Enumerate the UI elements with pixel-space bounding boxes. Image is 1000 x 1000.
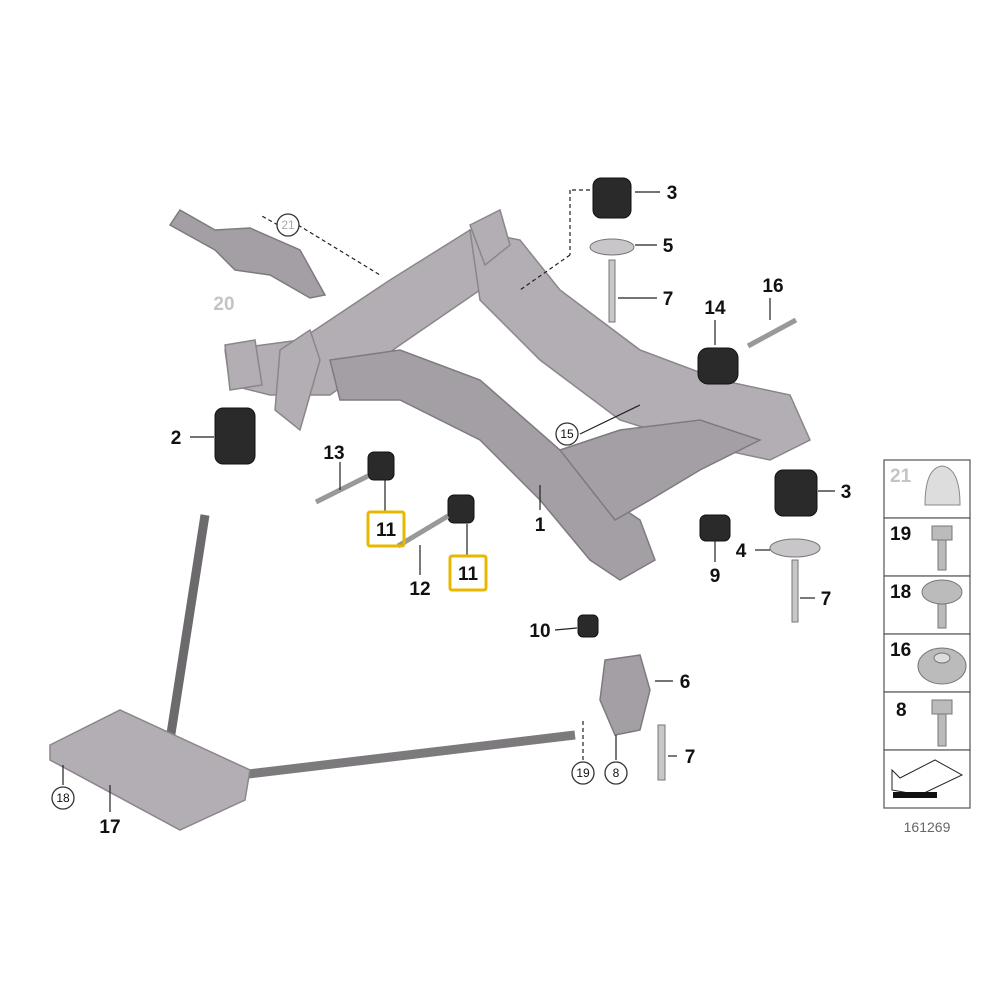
bushing-10: [577, 614, 599, 638]
callout-2: 2: [171, 428, 182, 449]
callout-7-right: 7: [821, 589, 832, 610]
callout-4: 4: [736, 541, 747, 562]
callout-17: 17: [99, 817, 120, 838]
torx-bolt-icon: [921, 579, 963, 629]
bolt-7-right: [791, 559, 799, 623]
bushing-2: [214, 407, 256, 465]
heat-shield-part: [168, 209, 327, 299]
callout-11-b: 11: [458, 564, 479, 585]
legend-18: 18: [890, 582, 911, 603]
tension-strut: [239, 730, 576, 780]
callout-6: 6: [680, 672, 691, 693]
callout-15: 15: [560, 427, 574, 441]
legend-21: 21: [890, 466, 912, 487]
callout-9: 9: [710, 566, 721, 587]
diagram-number: 161269: [904, 819, 951, 835]
flange-bolt-icon: [931, 525, 953, 571]
callout-7-bottom: 7: [685, 747, 696, 768]
callout-1: 1: [535, 515, 546, 536]
washer-5: [589, 238, 635, 256]
legend-19: 19: [890, 524, 911, 545]
legend-8: 8: [896, 700, 907, 721]
washer-4: [769, 538, 821, 558]
leader-lines: [62, 189, 835, 812]
callout-10: 10: [529, 621, 550, 642]
cap-nut-icon: [924, 465, 961, 506]
flange-nut-icon: [917, 647, 967, 685]
bolt-12: [396, 513, 450, 549]
callout-5: 5: [663, 236, 674, 257]
hex-bolt-icon: [931, 699, 953, 747]
bolt-7-top: [608, 259, 616, 323]
callout-3: 3: [667, 183, 678, 204]
bolt-13: [314, 473, 370, 505]
legend-16: 16: [890, 640, 911, 661]
bushing-9: [699, 514, 731, 542]
callout-7: 7: [663, 289, 674, 310]
bushing-11-a: [367, 451, 395, 481]
callout-13: 13: [323, 443, 344, 464]
callout-19: 19: [576, 766, 590, 780]
bolt-7-bottom: [657, 724, 666, 781]
callout-16: 16: [762, 276, 783, 297]
callout-20: 20: [213, 294, 234, 315]
bracket-6: [599, 654, 651, 736]
bushing-3-right: [774, 469, 818, 517]
rear-subframe-part: [224, 208, 811, 581]
bushing-11-b: [447, 494, 475, 524]
callout-11-a: 11: [376, 520, 397, 541]
direction-arrow-icon: [891, 759, 964, 798]
callout-14: 14: [704, 298, 726, 319]
fastener-legend: 21 19 18 16 8 161269: [883, 459, 971, 835]
diagonal-strut: [165, 514, 210, 741]
callout-3-right: 3: [841, 482, 852, 503]
bolt-16: [746, 317, 798, 349]
callout-12: 12: [409, 579, 430, 600]
bushing-14: [697, 347, 739, 385]
highlight-box-11-b: [448, 554, 488, 592]
thrust-plate-17: [49, 709, 251, 831]
bushing-3-top: [592, 177, 632, 219]
callout-18: 18: [56, 791, 70, 805]
callout-8: 8: [613, 766, 620, 780]
highlight-box-11-a: [366, 510, 406, 548]
callout-21: 21: [281, 218, 295, 232]
